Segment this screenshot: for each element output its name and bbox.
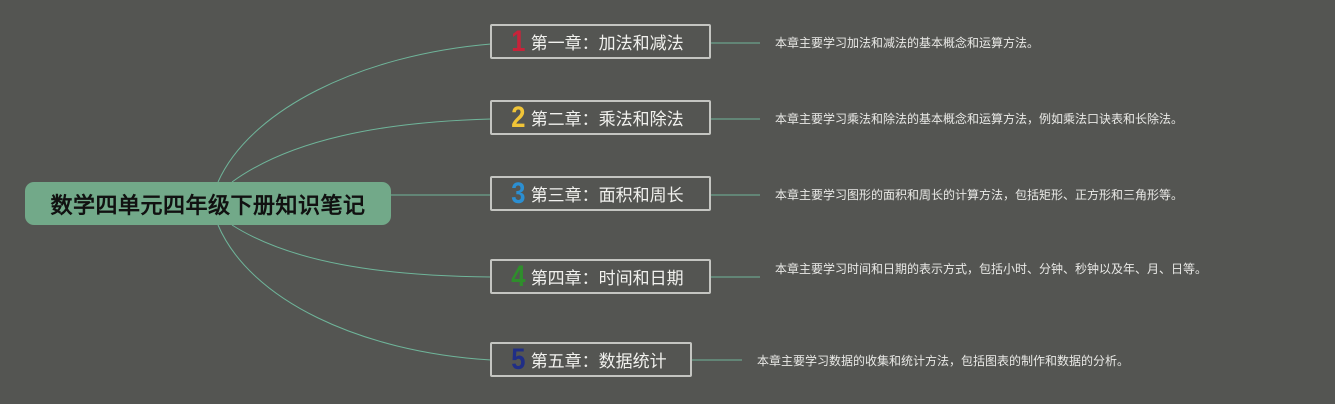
chapter-1-number-badge: 1 [511, 24, 526, 58]
chapter-3-label: 第三章：面积和周长 [530, 186, 684, 206]
root-chapter-2-connector [231, 118, 492, 183]
chapter-4-note: 本章主要学习时间和日期的表示方式，包括小时、分钟、秒钟以及年、月、日等。 [775, 262, 1208, 276]
chapter-2-label: 第二章：乘法和除法 [530, 110, 684, 130]
chapter-3-node[interactable]: 3 第三章：面积和周长 [490, 176, 711, 211]
chapter-3-note: 本章主要学习图形的面积和周长的计算方法，包括矩形、正方形和三角形等。 [775, 188, 1184, 202]
root-topic[interactable]: 数学四单元四年级下册知识笔记 [25, 182, 391, 225]
chapter-4-label: 第四章：时间和日期 [530, 269, 684, 289]
chapter-1-note: 本章主要学习加法和减法的基本概念和运算方法。 [775, 36, 1040, 50]
chapter-5-note: 本章主要学习数据的收集和统计方法，包括图表的制作和数据的分析。 [757, 354, 1130, 368]
chapter-1-label: 第一章：加法和减法 [530, 34, 684, 54]
chapter-2-note: 本章主要学习乘法和除法的基本概念和运算方法，例如乘法口诀表和长除法。 [775, 112, 1184, 126]
chapter-5-label: 第五章：数据统计 [530, 352, 667, 372]
chapter-2-number-badge: 2 [511, 100, 526, 134]
chapter-1-node[interactable]: 1 第一章：加法和减法 [490, 24, 711, 59]
chapter-4-node[interactable]: 4 第四章：时间和日期 [490, 259, 711, 294]
root-chapter-5-connector [217, 224, 492, 361]
chapter-4-number-badge: 4 [511, 259, 526, 293]
chapter-5-node[interactable]: 5 第五章：数据统计 [490, 342, 692, 377]
chapter-2-node[interactable]: 2 第二章：乘法和除法 [490, 100, 711, 135]
chapter-3-number-badge: 3 [511, 176, 526, 210]
chapter-5-number-badge: 5 [511, 342, 526, 376]
root-chapter-1-connector [217, 43, 492, 183]
root-chapter-4-connector [231, 224, 492, 278]
